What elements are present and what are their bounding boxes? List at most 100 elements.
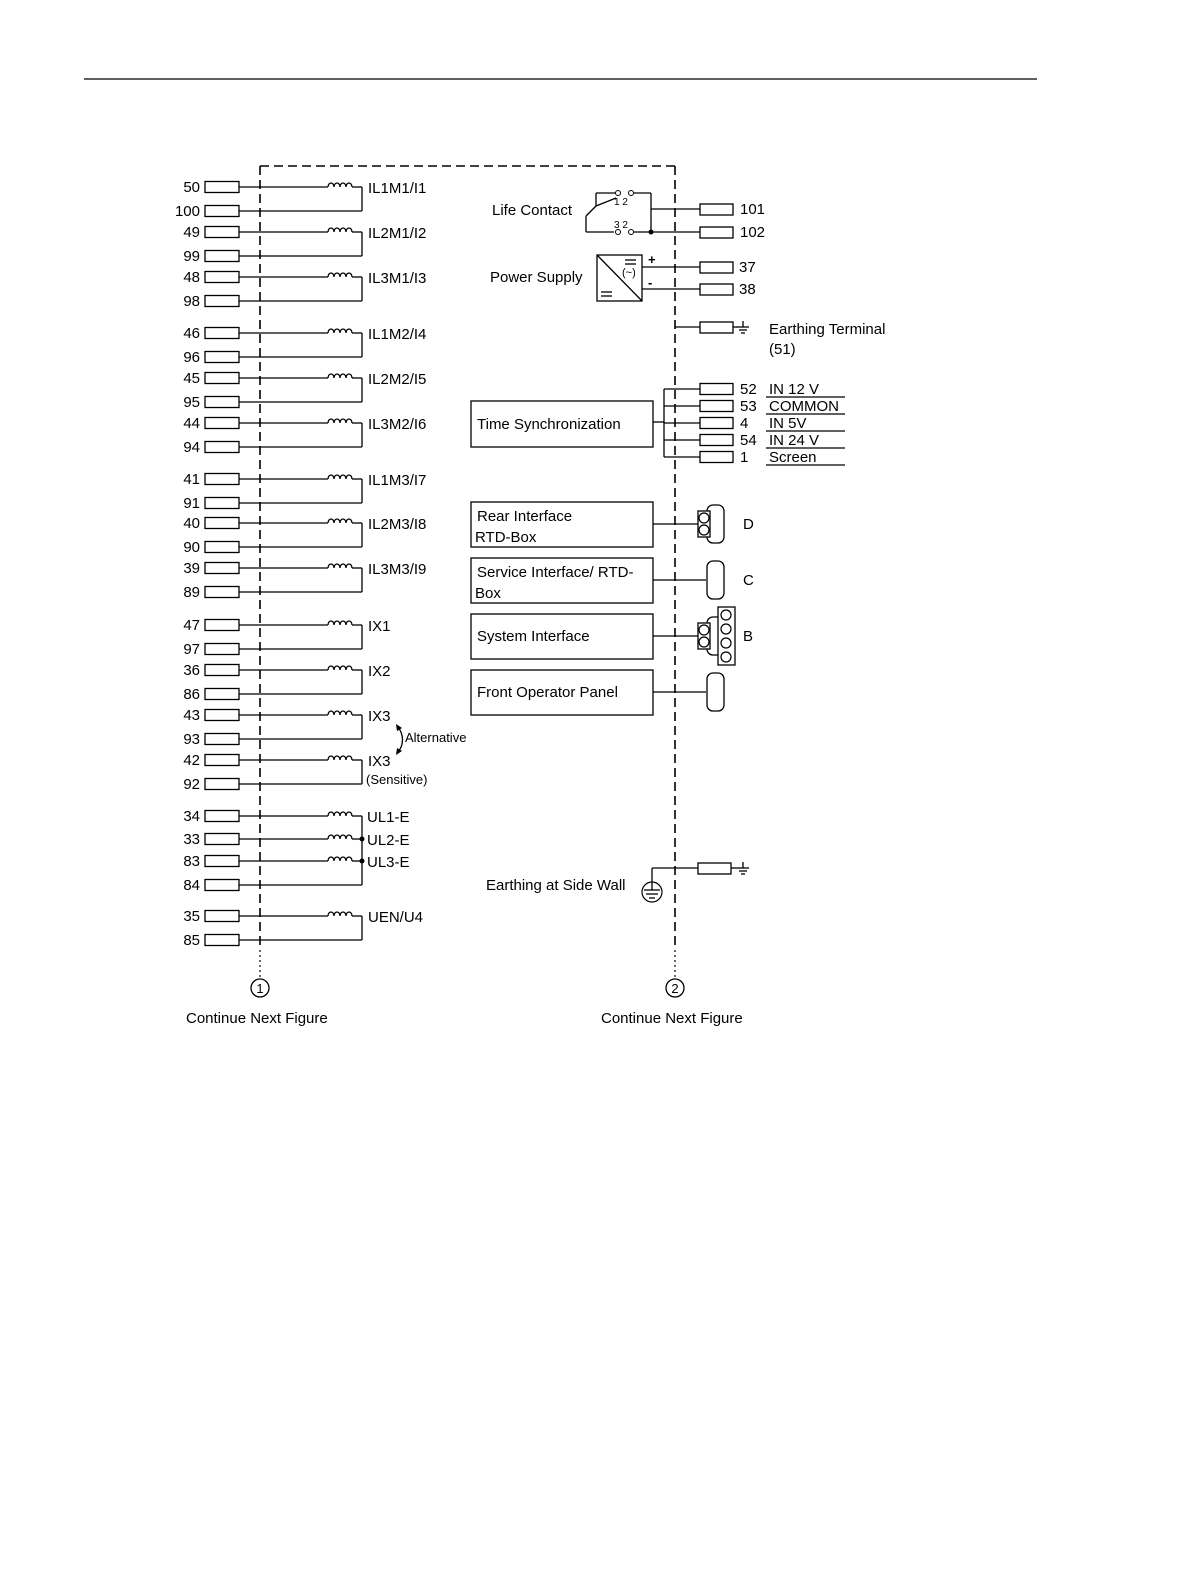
terminal-block	[204, 540, 240, 554]
coil-icon	[327, 665, 353, 671]
terminal-number: 98	[183, 293, 200, 310]
terminal-block	[204, 585, 240, 599]
coil-icon	[327, 474, 353, 480]
continue-left-label: Continue Next Figure	[186, 1010, 328, 1027]
terminal-block	[204, 249, 240, 263]
protective-earth-icon	[641, 881, 663, 903]
current-input-label: IL2M2/I5	[368, 371, 426, 388]
terminal-block	[204, 618, 240, 632]
terminal-number: 42	[183, 752, 200, 769]
terminal-number: 100	[175, 203, 200, 220]
voltage-input-label: UL2-E	[367, 832, 410, 849]
life-contact-pins-bottom: 3 2	[614, 220, 628, 231]
voltage-input: 84	[183, 877, 362, 894]
coil-icon	[327, 755, 353, 761]
coil-icon	[327, 620, 353, 626]
coil-icon	[327, 811, 353, 817]
current-inputs: 50100IL1M1/I14999IL2M1/I24898IL3M1/I3469…	[175, 179, 426, 793]
current-input-label: IX1	[368, 618, 391, 635]
terminal-number: 46	[183, 325, 200, 342]
terminal-102: 102	[740, 224, 765, 241]
power-supply-minus: -	[648, 275, 652, 290]
time-sync-terminal-label: Screen	[769, 449, 817, 466]
current-input-label: IL3M3/I9	[368, 561, 426, 578]
terminal-number: 45	[183, 370, 200, 387]
continue-right-label: Continue Next Figure	[601, 1010, 743, 1027]
life-contact: Life Contact 1 2 3 2 101 102	[492, 190, 765, 241]
terminal-block	[204, 416, 240, 430]
terminal-block	[204, 225, 240, 239]
terminal-number: 53	[740, 398, 757, 415]
current-input-label: IL2M3/I8	[368, 516, 426, 533]
terminal-number: 40	[183, 515, 200, 532]
terminal-block	[204, 270, 240, 284]
terminal-number: 52	[740, 381, 757, 398]
terminal-block	[204, 809, 240, 823]
interface-label: System Interface	[477, 628, 590, 645]
terminal-block	[204, 204, 240, 218]
terminal-block	[204, 395, 240, 409]
interface-block: Front Operator Panel	[470, 669, 725, 716]
interface-port-label: B	[743, 628, 753, 645]
terminal-101: 101	[740, 201, 765, 218]
coil-icon	[327, 373, 353, 379]
coil-icon	[327, 911, 353, 917]
current-input-label: IX3	[368, 708, 391, 725]
connector-icon	[706, 560, 725, 600]
terminal-number: 96	[183, 349, 200, 366]
terminal-number: 49	[183, 224, 200, 241]
coil-icon	[327, 518, 353, 524]
current-input-label: IX3	[368, 753, 391, 770]
coil-icon	[327, 563, 353, 569]
power-supply: Power Supply (~) + - 37 38	[490, 252, 756, 302]
terminal-block	[204, 832, 240, 846]
terminal-block	[204, 561, 240, 575]
terminal-number: 84	[183, 877, 200, 894]
terminal-number: 33	[183, 831, 200, 848]
current-input: 50 100 IL1M1/I1	[175, 179, 426, 220]
current-input-label: IL1M2/I4	[368, 326, 426, 343]
terminal-number: 47	[183, 617, 200, 634]
terminal-number: 86	[183, 686, 200, 703]
terminal-number: 83	[183, 853, 200, 870]
terminal-block	[699, 416, 734, 430]
ground-icon	[737, 321, 749, 334]
coil-icon	[327, 328, 353, 334]
current-input-label: IX2	[368, 663, 391, 680]
alternative-annotation: Alternative (Sensitive)	[366, 724, 466, 787]
terminal-number: 99	[183, 248, 200, 265]
coil-icon	[327, 856, 353, 862]
time-sync-label: Time Synchronization	[477, 416, 621, 433]
terminal-number: 85	[183, 932, 200, 949]
continuation-marker-left: 1	[250, 978, 270, 998]
terminal-number: 4	[740, 415, 748, 432]
sensitive-label: (Sensitive)	[366, 772, 427, 787]
terminal-block	[204, 472, 240, 486]
terminal-block	[204, 440, 240, 454]
interface-block: System Interface B	[470, 606, 753, 666]
terminal-number: 44	[183, 415, 200, 432]
terminal-number: 48	[183, 269, 200, 286]
current-input-label: IL1M1/I1	[368, 180, 426, 197]
terminal-number: 50	[183, 179, 200, 196]
terminal-number: 41	[183, 471, 200, 488]
terminal-number: 94	[183, 439, 200, 456]
terminal-block	[204, 516, 240, 530]
terminal-number: 91	[183, 495, 200, 512]
terminal-block	[204, 663, 240, 677]
interface-label-line2: RTD-Box	[475, 529, 537, 546]
